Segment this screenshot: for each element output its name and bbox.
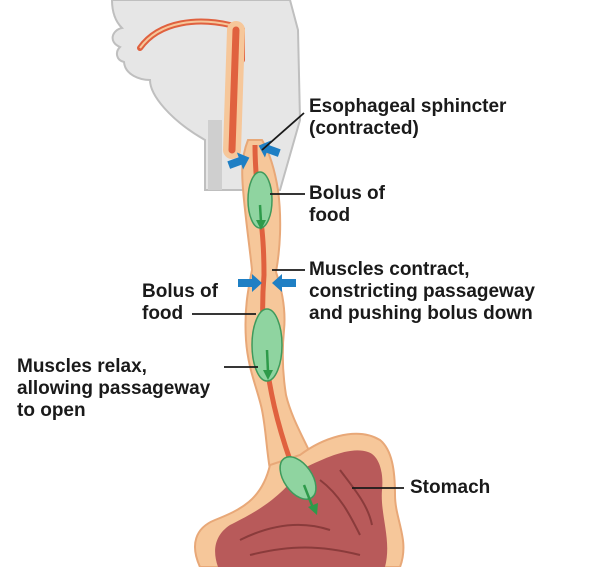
label-line: Esophageal sphincter <box>309 96 506 118</box>
label-line: Bolus of <box>309 183 385 205</box>
label-line: constricting passageway <box>309 281 535 303</box>
label-line: allowing passageway <box>17 378 210 400</box>
label-stomach: Stomach <box>410 477 490 499</box>
label-esophageal-sphincter: Esophageal sphincter (contracted) <box>309 96 506 140</box>
label-line: (contracted) <box>309 118 506 140</box>
label-line: and pushing bolus down <box>309 303 535 325</box>
label-line: Muscles contract, <box>309 259 535 281</box>
label-bolus-lower: Bolus of food <box>142 281 218 325</box>
label-line: Stomach <box>410 477 490 499</box>
label-muscles-contract: Muscles contract, constricting passagewa… <box>309 259 535 325</box>
label-line: food <box>142 303 218 325</box>
label-muscles-relax: Muscles relax, allowing passageway to op… <box>17 356 210 422</box>
label-line: Muscles relax, <box>17 356 210 378</box>
label-line: food <box>309 205 385 227</box>
label-bolus-upper: Bolus of food <box>309 183 385 227</box>
label-line: Bolus of <box>142 281 218 303</box>
label-line: to open <box>17 400 210 422</box>
